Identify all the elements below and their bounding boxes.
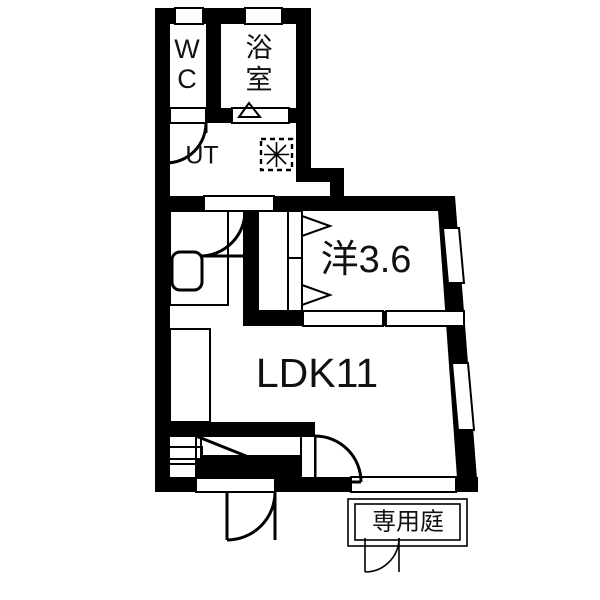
room-labels: W C 浴 室 UT 洋3.6 LDK11 専用庭 [174, 33, 444, 535]
hall-door-leaf-panel [300, 435, 316, 479]
bedroom-closet-doorway [287, 210, 303, 312]
kitchen-counter [169, 210, 229, 306]
living-window-frame [350, 476, 457, 493]
fixtures [168, 101, 333, 480]
label-western-room: 洋3.6 [321, 239, 412, 281]
ut-door-opening [204, 196, 274, 211]
exterior-wall-left-lower [155, 196, 170, 492]
washing-machine-space [259, 137, 294, 172]
bedroom-sliding-right-frame [385, 310, 465, 327]
bath-window-opening [245, 8, 282, 24]
entrance-step-line [195, 434, 302, 480]
private-garden-box [347, 498, 468, 547]
ldk-storage [169, 328, 211, 423]
wall-stub-ut-corner [330, 168, 344, 200]
kitchen-sink [170, 250, 204, 292]
partition-ut-right [296, 123, 311, 180]
wall-openings [169, 8, 474, 492]
washing-machine-mark [264, 142, 289, 167]
label-bath-char2: 室 [246, 65, 273, 95]
entrance-door-opening [196, 477, 275, 492]
bedroom-window-upper-opening [443, 228, 464, 283]
bedroom-window-lower-frame [450, 362, 476, 431]
ut-door-frame [203, 195, 275, 212]
bedroom-sliding-door-left-opening [303, 311, 383, 326]
wc-window-opening [175, 8, 203, 24]
garden-outer-box [347, 498, 468, 547]
wc-window-frame [174, 7, 204, 25]
shoe-cabinet [168, 435, 202, 465]
label-ldk: LDK11 [256, 350, 378, 396]
living-window-opening [351, 477, 456, 492]
label-bath-char1: 浴 [246, 33, 273, 63]
closet-folding-door-upper [301, 214, 333, 238]
hall-door-swing-arc [314, 434, 363, 483]
partition-wc-bath [206, 8, 221, 123]
exterior-wall-left-upper [155, 8, 170, 198]
bedroom-window-upper-frame [441, 227, 466, 284]
bath-drain-symbol [237, 101, 263, 118]
wc-door-opening [170, 108, 206, 123]
garden-inner-box [354, 503, 461, 541]
wall-entrance-left-lower [155, 455, 169, 492]
bath-window-frame [244, 7, 283, 25]
entrance-niche-opening [169, 447, 202, 459]
partition-bedroom-left [243, 196, 258, 326]
bath-door-opening [232, 108, 289, 123]
label-wc-line2: C [177, 64, 197, 94]
closet-folding-door-lower [301, 283, 333, 307]
entrance-floor-area [195, 435, 302, 479]
label-private-garden: 専用庭 [372, 508, 444, 535]
wall-entrance-top [155, 422, 315, 436]
bath-door-frame [231, 107, 290, 124]
bedroom-sliding-left-frame [302, 310, 384, 327]
label-ut: UT [185, 142, 218, 170]
partition-bedroom-top [243, 196, 447, 211]
label-wc-line1: W [174, 34, 200, 64]
wc-door-frame [169, 107, 207, 124]
door-swings [164, 122, 400, 573]
bedroom-sliding-door-right-opening [386, 311, 464, 326]
